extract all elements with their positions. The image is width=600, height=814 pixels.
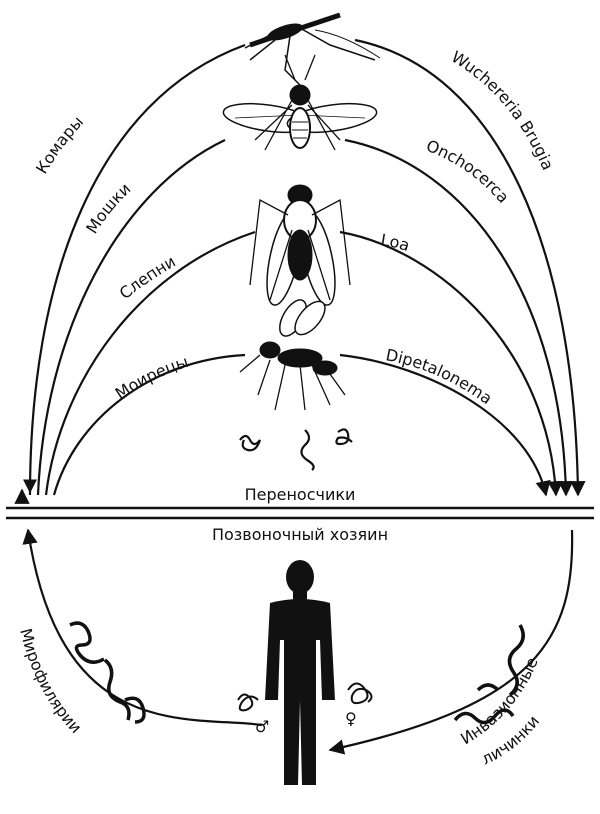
- label-vertebrate-host: Позвоночный хозяин: [212, 525, 388, 544]
- label-moshki: Мошки: [82, 179, 134, 237]
- label-onchocerca: Onchocerca: [424, 136, 513, 207]
- horsefly-icon: [250, 185, 350, 308]
- blackfly-icon: [222, 55, 379, 150]
- arc-right-onchocerca: [345, 140, 566, 495]
- arc-vector-to-host: [330, 530, 572, 750]
- label-moirecy: Моирецы: [112, 352, 191, 403]
- mosquito-icon: [245, 15, 380, 85]
- label-microfilariae: Мирофилярии: [16, 626, 86, 737]
- arc-right-loa: [340, 232, 556, 495]
- male-worm-icon: [238, 694, 258, 710]
- female-symbol: ♀: [345, 709, 357, 728]
- label-dipetalonema: Dipetalonema: [384, 345, 496, 408]
- microfilariae-in-vector-icon: [240, 429, 352, 470]
- female-worm-icon: [348, 683, 372, 703]
- label-loa: Loa: [380, 230, 413, 255]
- label-vectors: Переносчики: [245, 485, 356, 504]
- microfilariae-icon: [70, 623, 144, 722]
- midge-icon: [240, 296, 345, 410]
- right-vector-arcs: [340, 40, 578, 495]
- left-vector-arcs: [22, 45, 255, 495]
- male-symbol: ♂: [255, 717, 269, 736]
- human-host-icon: [265, 560, 335, 785]
- host-vector-divider: [6, 508, 594, 518]
- label-komary: Комары: [32, 112, 87, 177]
